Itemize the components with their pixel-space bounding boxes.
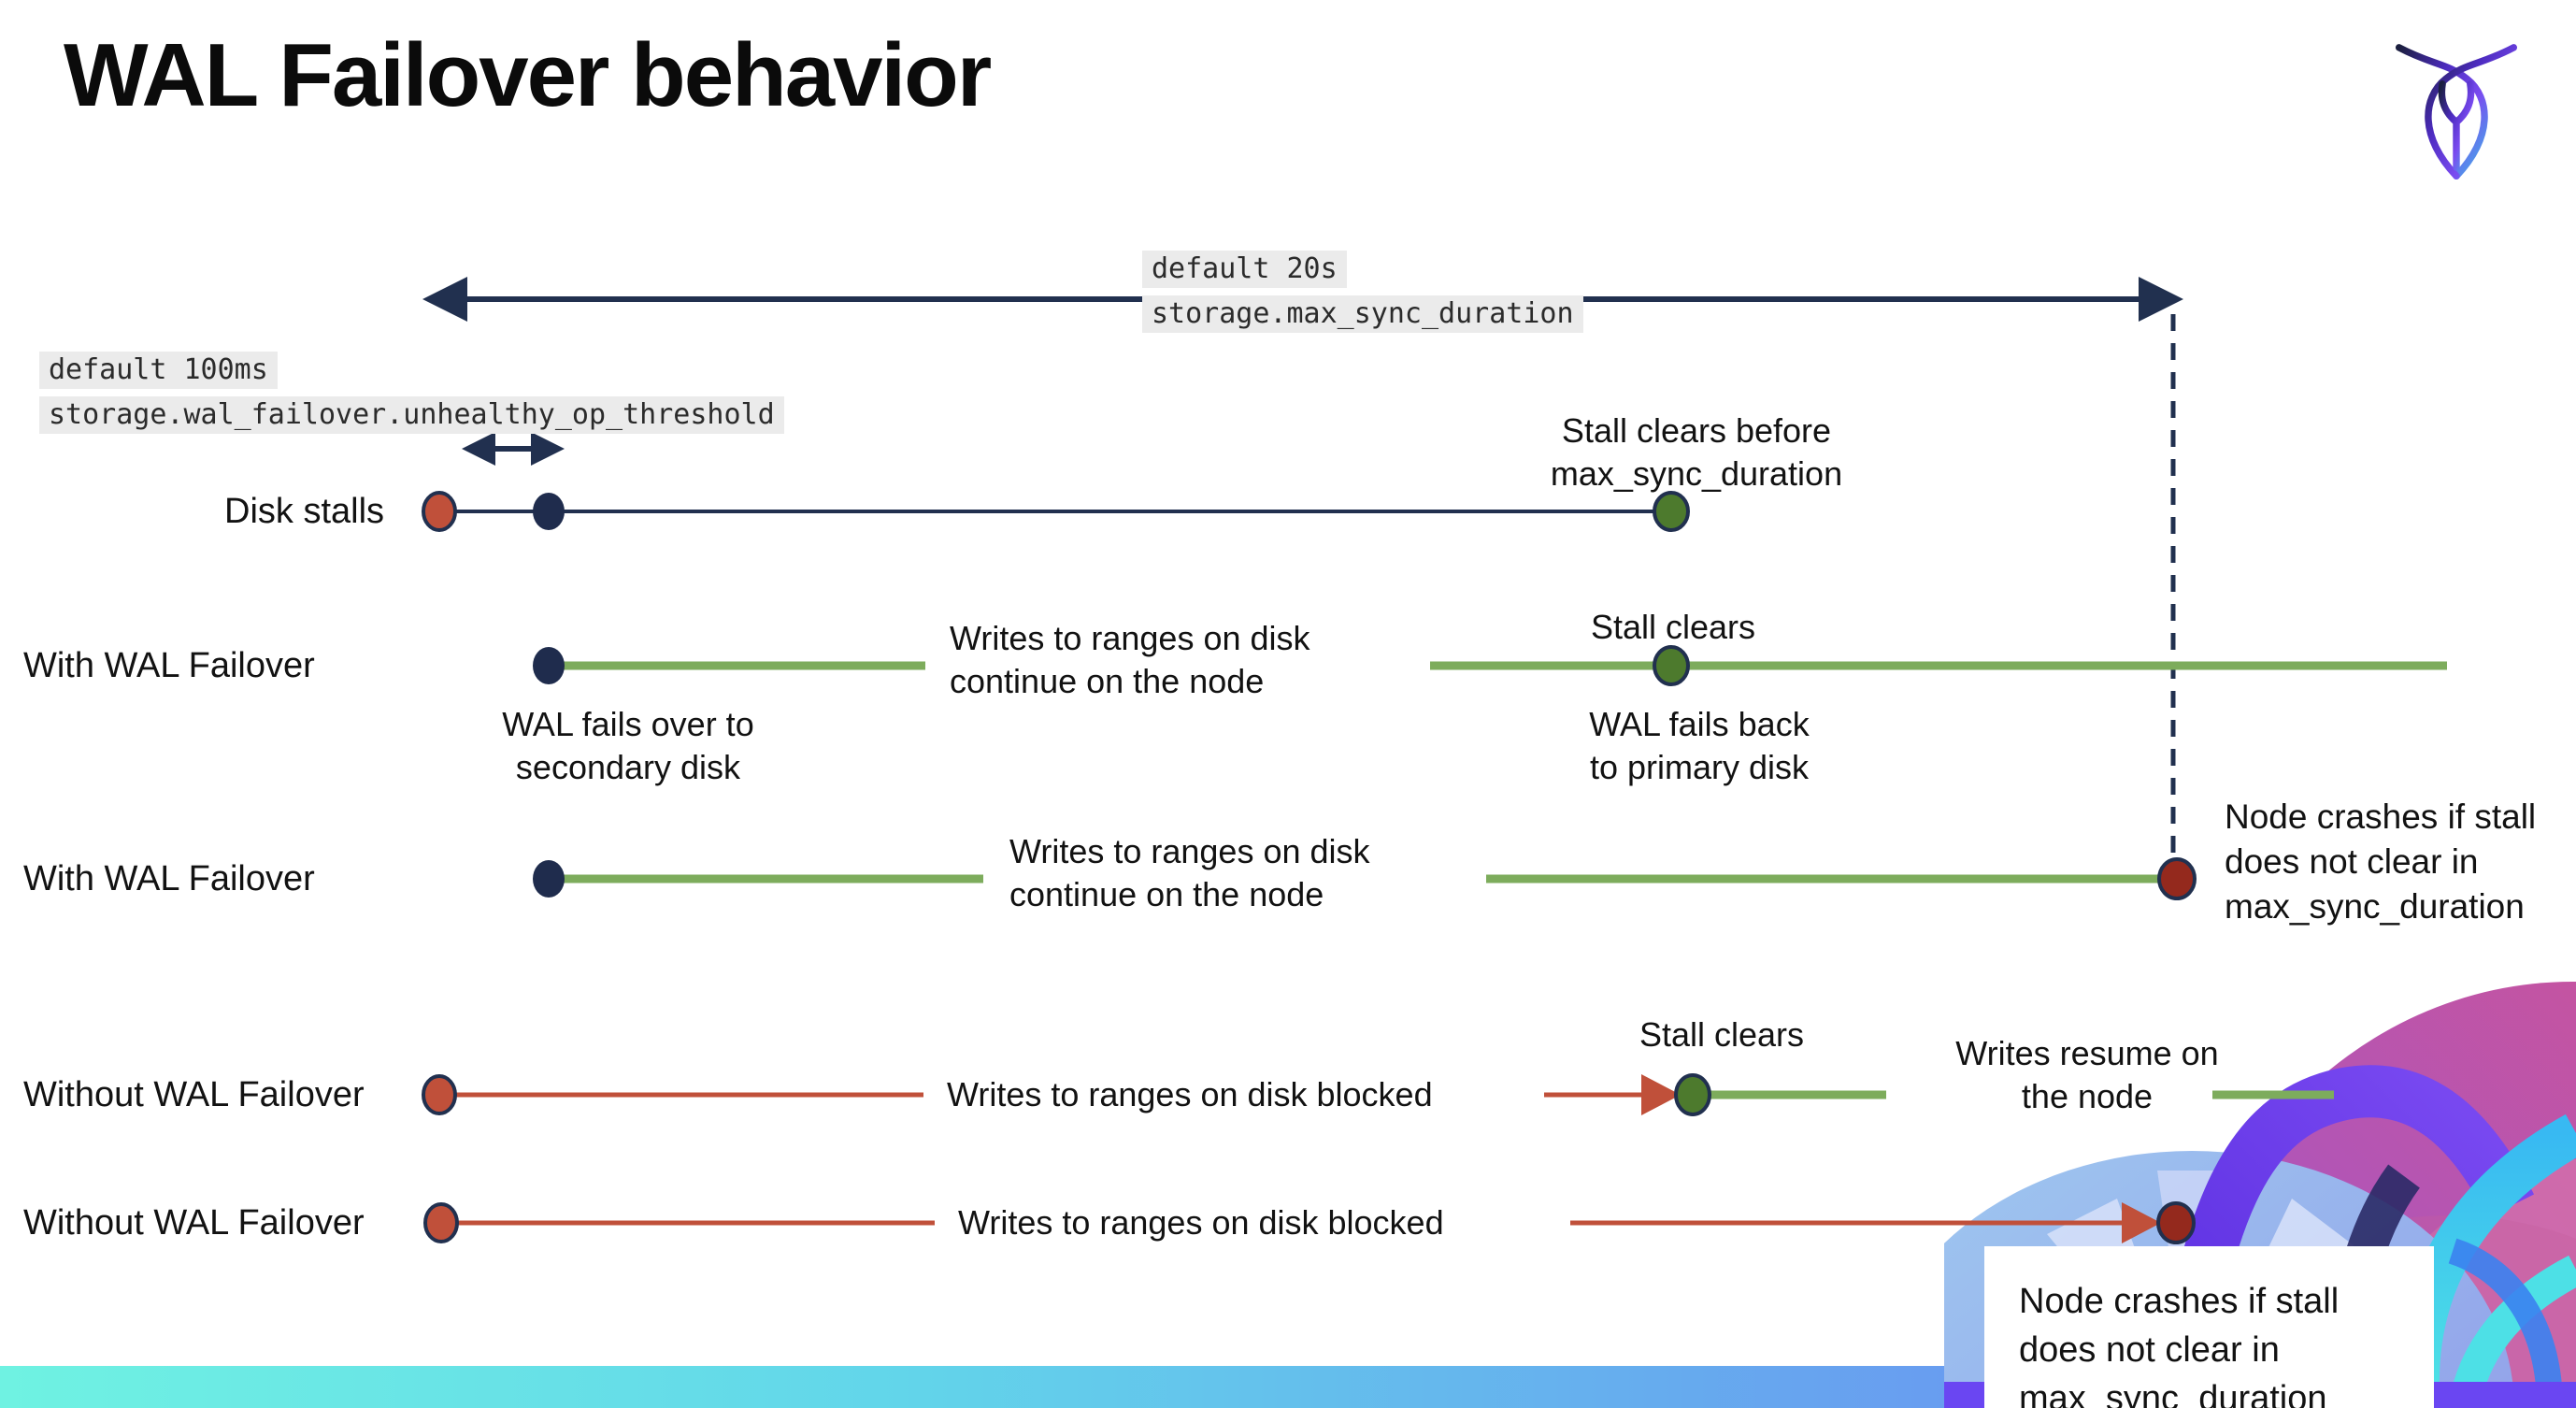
note-stall-clears-1: Stall clears [1590, 608, 1756, 646]
timeline-without-failover-clears [422, 1073, 2334, 1116]
stall-start-dot [422, 1074, 457, 1115]
note-node-crashes-row3: Node crashes if stall does not clear in … [2225, 797, 2537, 926]
row-label-disk-stalls: Disk stalls [224, 492, 385, 531]
crash-callout-box [1984, 1246, 2434, 1408]
failover-trigger-dot [533, 493, 565, 530]
crash-dot [2156, 1201, 2196, 1244]
max-sync-duration-label: default 20s storage.max_sync_duration [1142, 251, 1583, 333]
threshold-setting: storage.wal_failover.unhealthy_op_thresh… [39, 396, 784, 434]
row-label-with-wal-failover-1: With WAL Failover [23, 646, 315, 685]
crash-dot [2157, 857, 2197, 900]
row-label-without-wal-failover-1: Without WAL Failover [23, 1075, 365, 1114]
timeline-without-failover-crash [423, 1201, 2196, 1244]
timeline-disk-stalls [422, 491, 1690, 532]
page-title: WAL Failover behavior [64, 25, 992, 125]
note-writes-blocked-1: Writes to ranges on disk blocked [947, 1075, 1433, 1113]
cockroachdb-logo-icon [2396, 44, 2517, 180]
note-wal-fails-back: WAL fails back to primary disk [1589, 705, 1810, 786]
row-label-with-wal-failover-2: With WAL Failover [23, 859, 315, 898]
note-stall-clears-2: Stall clears [1639, 1015, 1805, 1054]
max-sync-setting: storage.max_sync_duration [1142, 295, 1583, 333]
timeline-with-failover-clears [533, 645, 2447, 686]
stall-start-dot [423, 1202, 459, 1243]
note-writes-continue-1: Writes to ranges on disk continue on the… [950, 619, 1310, 700]
failback-dot [1653, 645, 1690, 686]
note-stall-clears-before: Stall clears before max_sync_duration [1550, 411, 1843, 493]
stall-clears-dot [1653, 491, 1690, 532]
threshold-span-arrow [462, 432, 565, 466]
failover-dot [533, 647, 565, 684]
unhealthy-op-threshold-label: default 100ms storage.wal_failover.unhea… [39, 352, 784, 434]
note-writes-blocked-2: Writes to ranges on disk blocked [958, 1203, 1444, 1242]
failover-dot [533, 860, 565, 898]
stall-clears-dot [1674, 1073, 1711, 1116]
threshold-default: default 100ms [39, 352, 278, 389]
note-wal-fails-over: WAL fails over to secondary disk [502, 705, 754, 786]
max-sync-default: default 20s [1142, 251, 1347, 288]
timeline-with-failover-crash [533, 857, 2197, 900]
note-writes-continue-2: Writes to ranges on disk continue on the… [1009, 832, 1370, 913]
note-node-crashes-row5: Node crashes if stall does not clear in … [2019, 1282, 2340, 1408]
stall-start-dot [422, 491, 457, 532]
note-writes-resume: Writes resume on the node [1955, 1034, 2219, 1115]
row-label-without-wal-failover-2: Without WAL Failover [23, 1203, 365, 1243]
